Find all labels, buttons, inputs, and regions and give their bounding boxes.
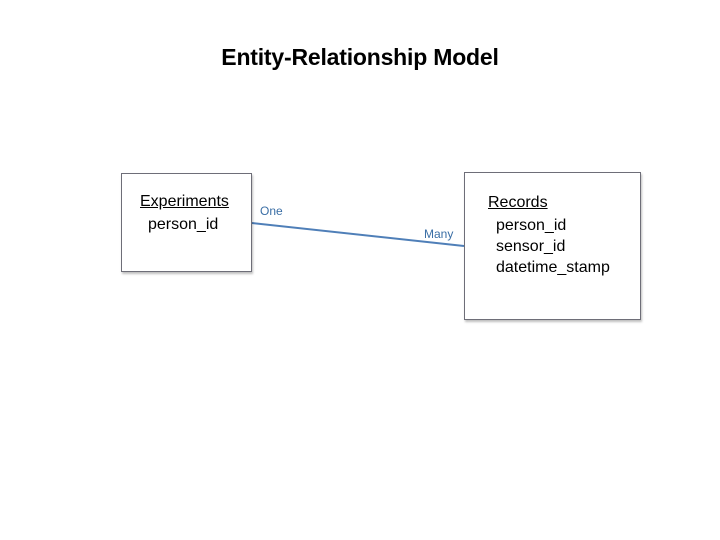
attribute-person-id: person_id [496,217,567,234]
attribute-sensor-id: sensor_id [496,238,566,255]
attribute-datetime-stamp: datetime_stamp [496,259,610,276]
cardinality-one-label: One [260,204,283,218]
cardinality-many-label: Many [424,227,454,241]
attribute-person-id: person_id [148,216,219,233]
entity-experiments-name: Experiments [140,193,229,210]
relationship-line [251,222,465,247]
entity-experiments: Experiments person_id [121,173,252,272]
entity-records-attributes: person_id sensor_id datetime_stamp [496,215,610,278]
diagram-title: Entity-Relationship Model [221,44,499,70]
entity-records: Records person_id sensor_id datetime_sta… [464,172,641,320]
entity-records-name: Records [488,194,548,211]
entity-experiments-attributes: person_id [148,214,218,235]
